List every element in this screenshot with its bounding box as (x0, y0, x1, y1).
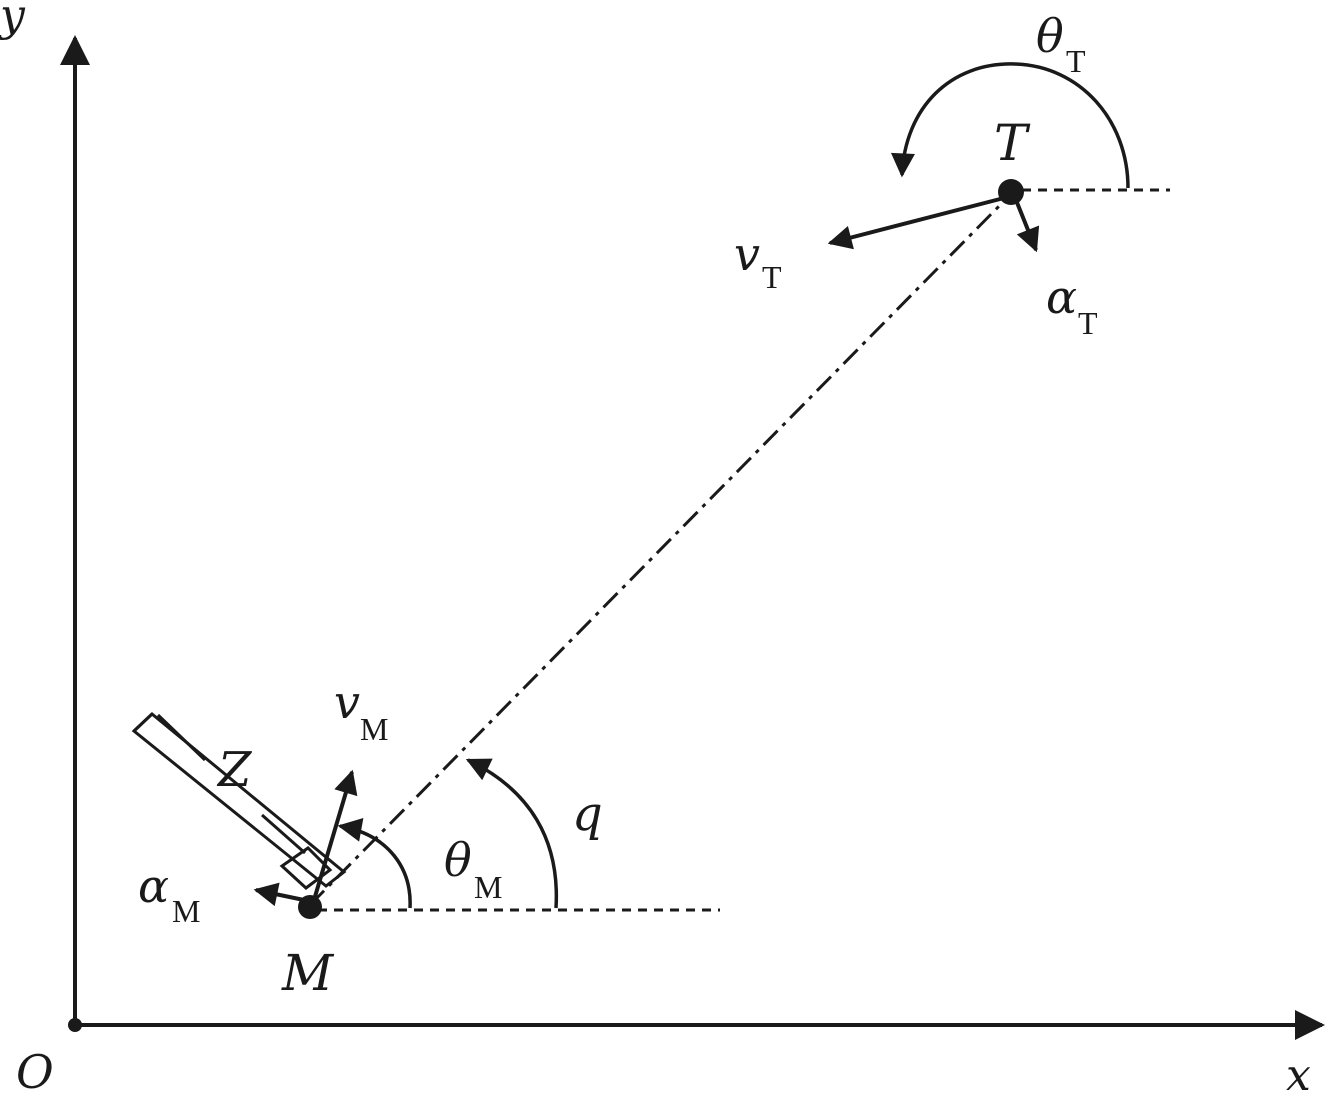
missile-nozzle (279, 846, 333, 890)
missile-accel-symbol: α (138, 859, 169, 913)
missile-fin-top (132, 712, 154, 733)
target-point (998, 179, 1024, 205)
missile-label: M (281, 944, 335, 1002)
missile-accel-arrow (253, 882, 305, 907)
target-heading-arc (890, 62, 1130, 189)
missile-velocity-arrow (312, 769, 358, 901)
target-velocity-subscript: T (762, 259, 782, 295)
missile-heading-symbol: θ (444, 833, 472, 887)
missile-velocity-subscript: M (360, 711, 388, 747)
target-heading-subscript: T (1066, 43, 1086, 79)
origin-point (68, 1018, 82, 1032)
target-accel-symbol: α (1046, 270, 1077, 324)
x-axis-label: x (1286, 1050, 1311, 1094)
target-accel-subscript: T (1078, 305, 1098, 341)
aux-label: Z (216, 742, 253, 798)
missile-heading-arc (337, 818, 412, 909)
target-accel-arrow (1014, 199, 1040, 253)
missile-body-marker-1 (156, 713, 207, 762)
missile-point (298, 895, 322, 919)
missile-accel-subscript: M (172, 893, 200, 929)
origin-label: O (16, 1045, 54, 1094)
los-angle-label: q (572, 786, 603, 842)
target-velocity-arrow (827, 196, 1005, 250)
missile-body-marker-2 (261, 813, 306, 855)
missile-heading-subscript: M (474, 869, 502, 905)
target-label: T (994, 114, 1031, 172)
missile-velocity-symbol: v (334, 675, 360, 729)
target-heading-symbol: θ (1036, 9, 1064, 63)
los-angle-arc (465, 758, 559, 909)
target-velocity-symbol: v (734, 227, 760, 281)
line-of-sight (308, 193, 1012, 907)
y-axis-label: y (0, 0, 26, 41)
